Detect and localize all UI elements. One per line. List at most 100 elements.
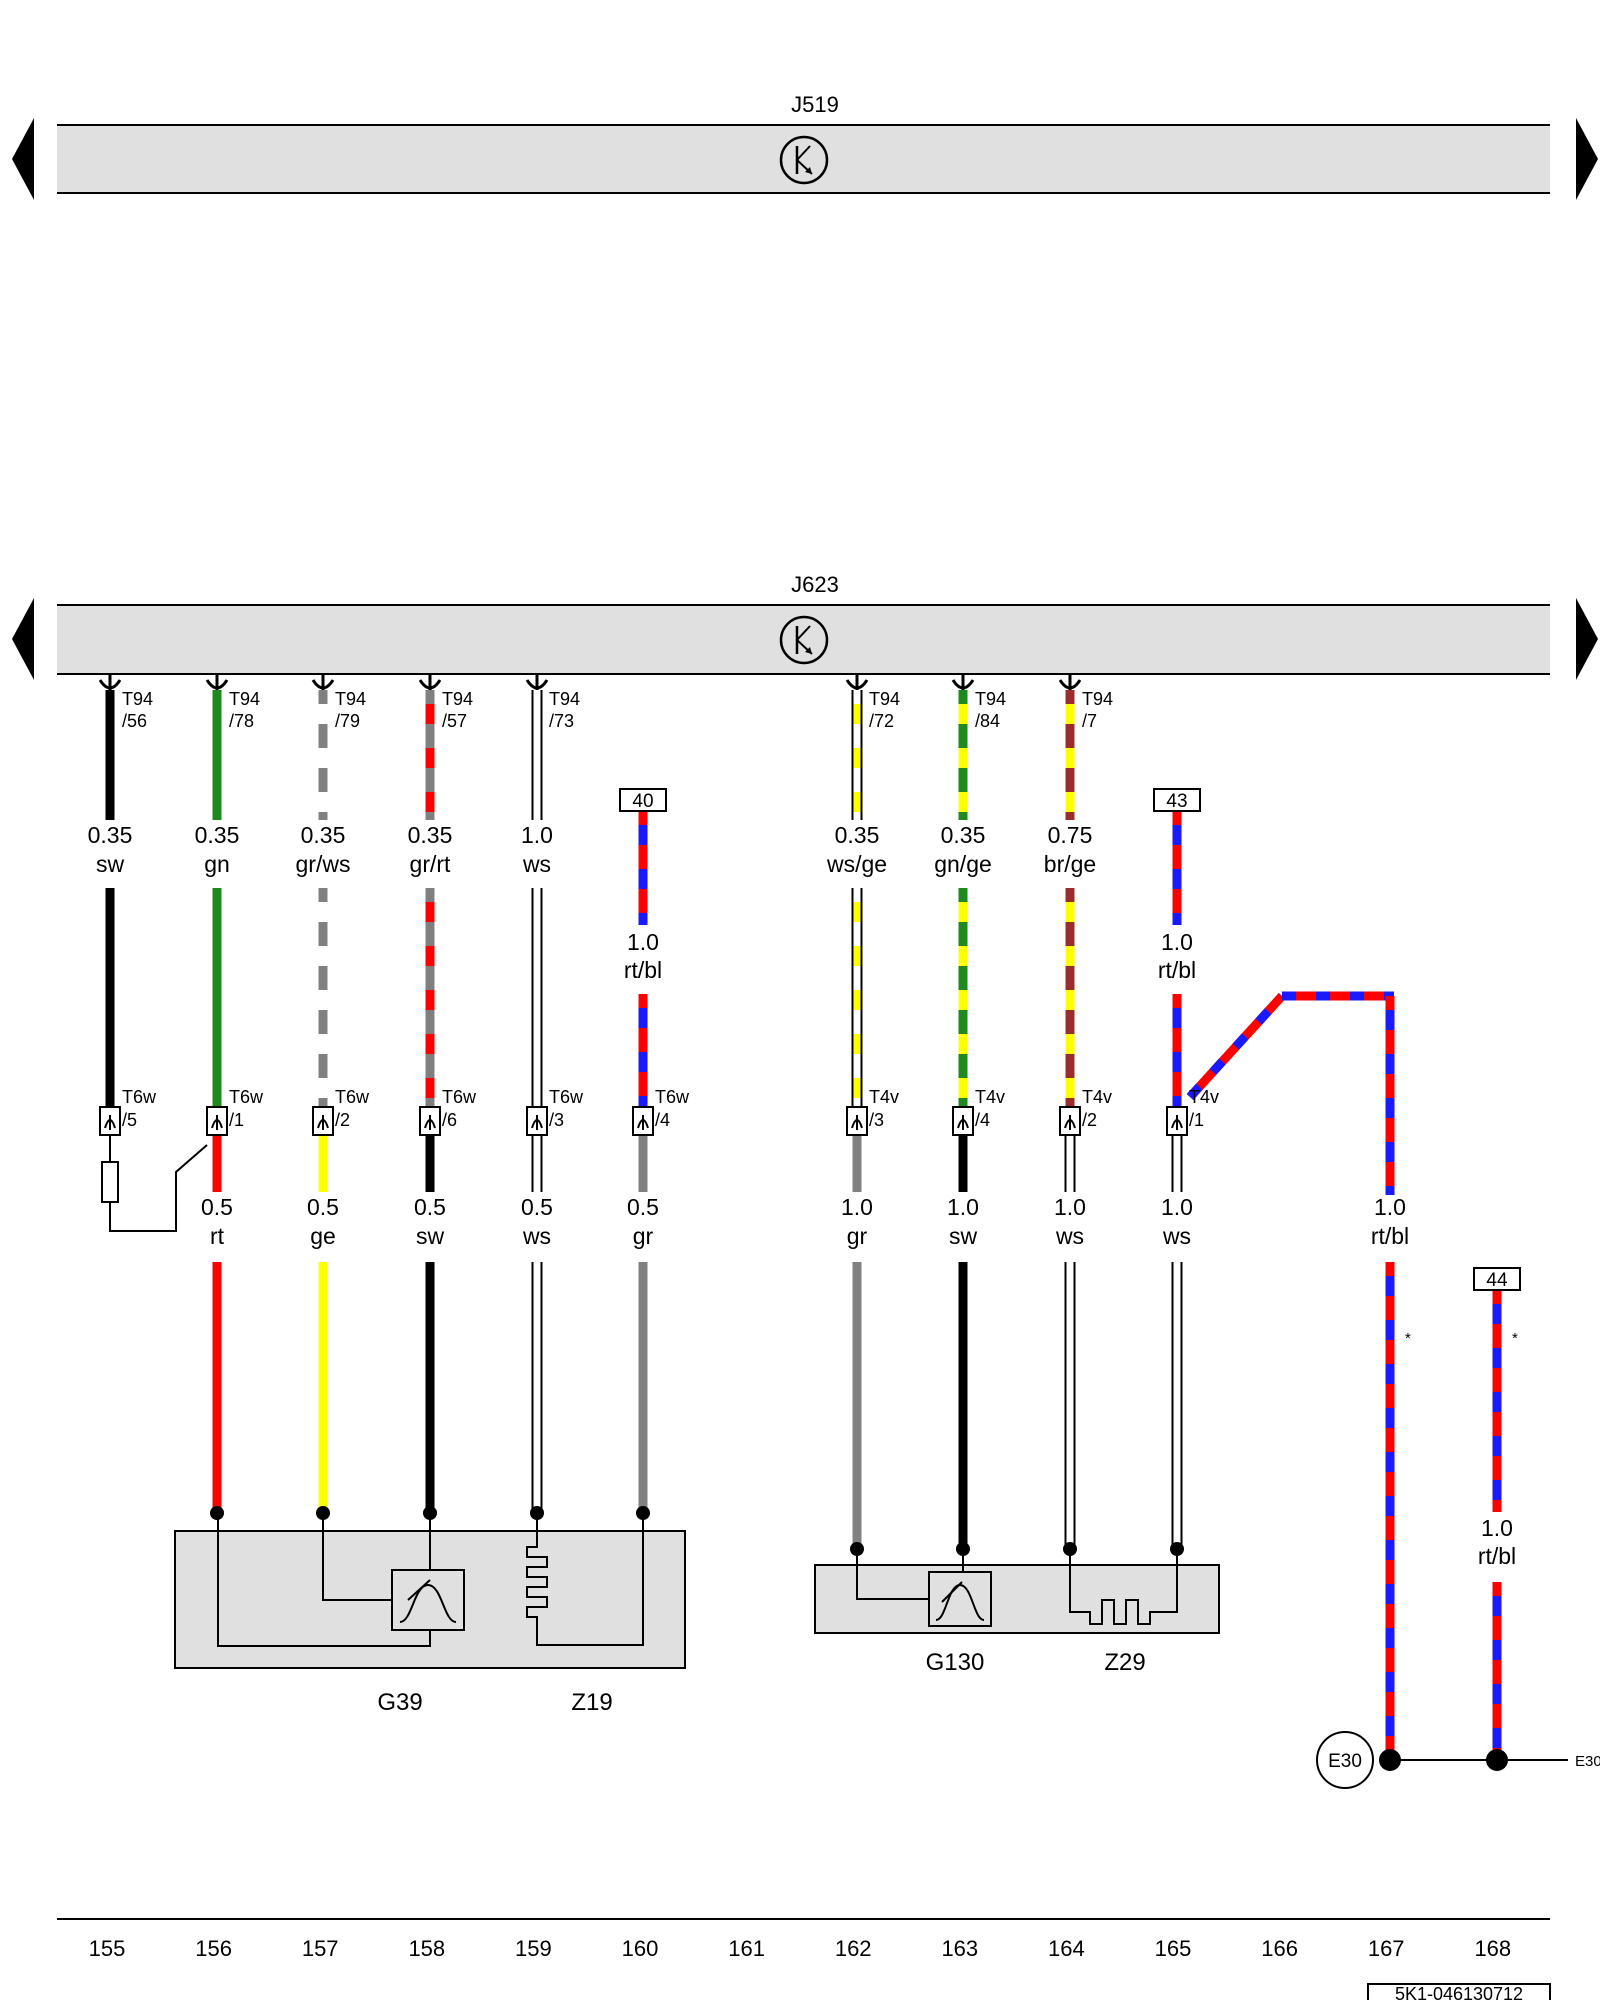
z29-label: Z29 [1104,1649,1145,1676]
wire-size-label: 0.35 [195,822,240,848]
wire-stripe [318,946,328,966]
wire-size-label: 0.35 [408,822,453,848]
wire-core [1385,996,1395,1195]
wire-stripe [1492,1392,1502,1412]
column-number: 162 [835,1936,872,1961]
wire-color-label: rt/bl [1158,957,1196,983]
wire-color-label: gn/ge [934,851,992,877]
column-number: 166 [1261,1936,1298,1961]
reference-frame [1473,1267,1521,1291]
wire-size-label: 0.35 [301,822,346,848]
wire-stripe [1385,1142,1395,1162]
wire-core [1173,1135,1181,1192]
wire-color-label: ws [1162,1223,1191,1249]
pin-hook-icon [205,674,229,690]
pin-hook-icon [98,674,122,690]
pin-connector-label: T94 [122,689,153,709]
wire-rt-bl-diagonal [1186,992,1286,1101]
page-right-arrow[interactable] [1576,598,1598,680]
wire-ws [1064,1135,1076,1192]
wire-size-label: 1.0 [1161,929,1193,955]
wire-stripe [853,1034,861,1054]
wire-size-label: 1.0 [1374,1194,1406,1220]
wire-size-label: 0.35 [88,822,133,848]
connector-icon [1166,1106,1188,1136]
wire-stripe [1385,1628,1395,1648]
wire-stripe [425,1034,435,1054]
wire-stripe [1065,792,1075,812]
pin-number-label: /84 [975,711,1000,731]
wire-stripe [1492,1480,1502,1500]
column-number: 158 [408,1936,445,1961]
wire-color-label: gr/rt [410,851,452,877]
wire-sw [958,1262,968,1549]
wire-color-label: ge [310,1223,336,1249]
wire-ws-ge [851,888,863,1107]
wire-core [852,1262,862,1549]
wire-stripe [318,704,328,724]
component-g130-z29: G130 Z29 [814,1549,1220,1676]
wire-stripe [425,1078,435,1098]
pin-connector-label: T94 [335,689,366,709]
wire-stripe [1385,1010,1395,1030]
wire-rt-bl [1492,1582,1502,1752]
wire-stripe [853,748,861,768]
wire-ws [531,1262,543,1513]
wire-color-label: rt [210,1223,225,1249]
j519-label: J519 [791,92,839,117]
wire-stripe [1492,1596,1502,1616]
wire-size-label: 0.5 [307,1194,339,1220]
pin-connector-label: T94 [229,689,260,709]
wire-layer [105,690,1502,1752]
wire-stripe [1492,1436,1502,1456]
z19-label: Z19 [571,1689,612,1716]
wire-core [212,1262,222,1513]
wire-size-label: 1.0 [1161,1194,1193,1220]
wire-core [638,811,648,925]
wire-core [638,1135,648,1192]
pin-number-label: /78 [229,711,254,731]
reference-number: 40 [632,791,653,812]
column-number: 165 [1155,1936,1192,1961]
footer-code-box [1367,1983,1551,2000]
reference-box: 40 [619,788,667,812]
reference-number: 43 [1166,791,1187,812]
wire-gn-ge [958,888,968,1107]
wire-sw [105,690,115,820]
wire-stripe [1065,946,1075,966]
wire-stripe [958,1034,968,1054]
wire-stripe [1065,902,1075,922]
wire-stripe [1385,1186,1395,1195]
connector-icon [206,1106,228,1136]
connector-pin-label: /4 [655,1110,670,1130]
wire-stripe [1385,1276,1395,1296]
wire-stripe [638,825,648,845]
wire-color-label: ws/ge [826,851,887,877]
wire-ws [531,1135,543,1192]
connector-name-label: T6w [335,1087,370,1107]
wire-stripe [1492,1304,1502,1324]
pin-hook-icon [1058,674,1082,690]
wire-stripe [1492,1640,1502,1660]
wire-stripe [318,1078,328,1098]
wire-color-label: ws [1055,1223,1084,1249]
wire-stripe [318,990,328,1010]
page-left-arrow[interactable] [12,118,34,200]
page-left-arrow[interactable] [12,598,34,680]
wire-color-label: sw [949,1223,978,1249]
wire-color-label: sw [416,1223,445,1249]
connector-icon [952,1106,974,1136]
wire-stripe [1065,748,1075,768]
wire-ws [1171,1135,1183,1192]
controller-j623: J623 [12,572,1598,680]
wire-stripe [1065,1078,1075,1098]
page-right-arrow[interactable] [1576,118,1598,200]
wire-stripe [318,792,328,812]
footer-code: 5K1-046130712 [1395,1984,1523,2000]
wire-core [425,1262,435,1513]
wire-ge [318,1262,328,1513]
wire-rt-bl [1385,1262,1395,1752]
wire-size-label: 0.35 [941,822,986,848]
connector-icon [99,1106,121,1136]
wire-size-label: 0.75 [1048,822,1093,848]
